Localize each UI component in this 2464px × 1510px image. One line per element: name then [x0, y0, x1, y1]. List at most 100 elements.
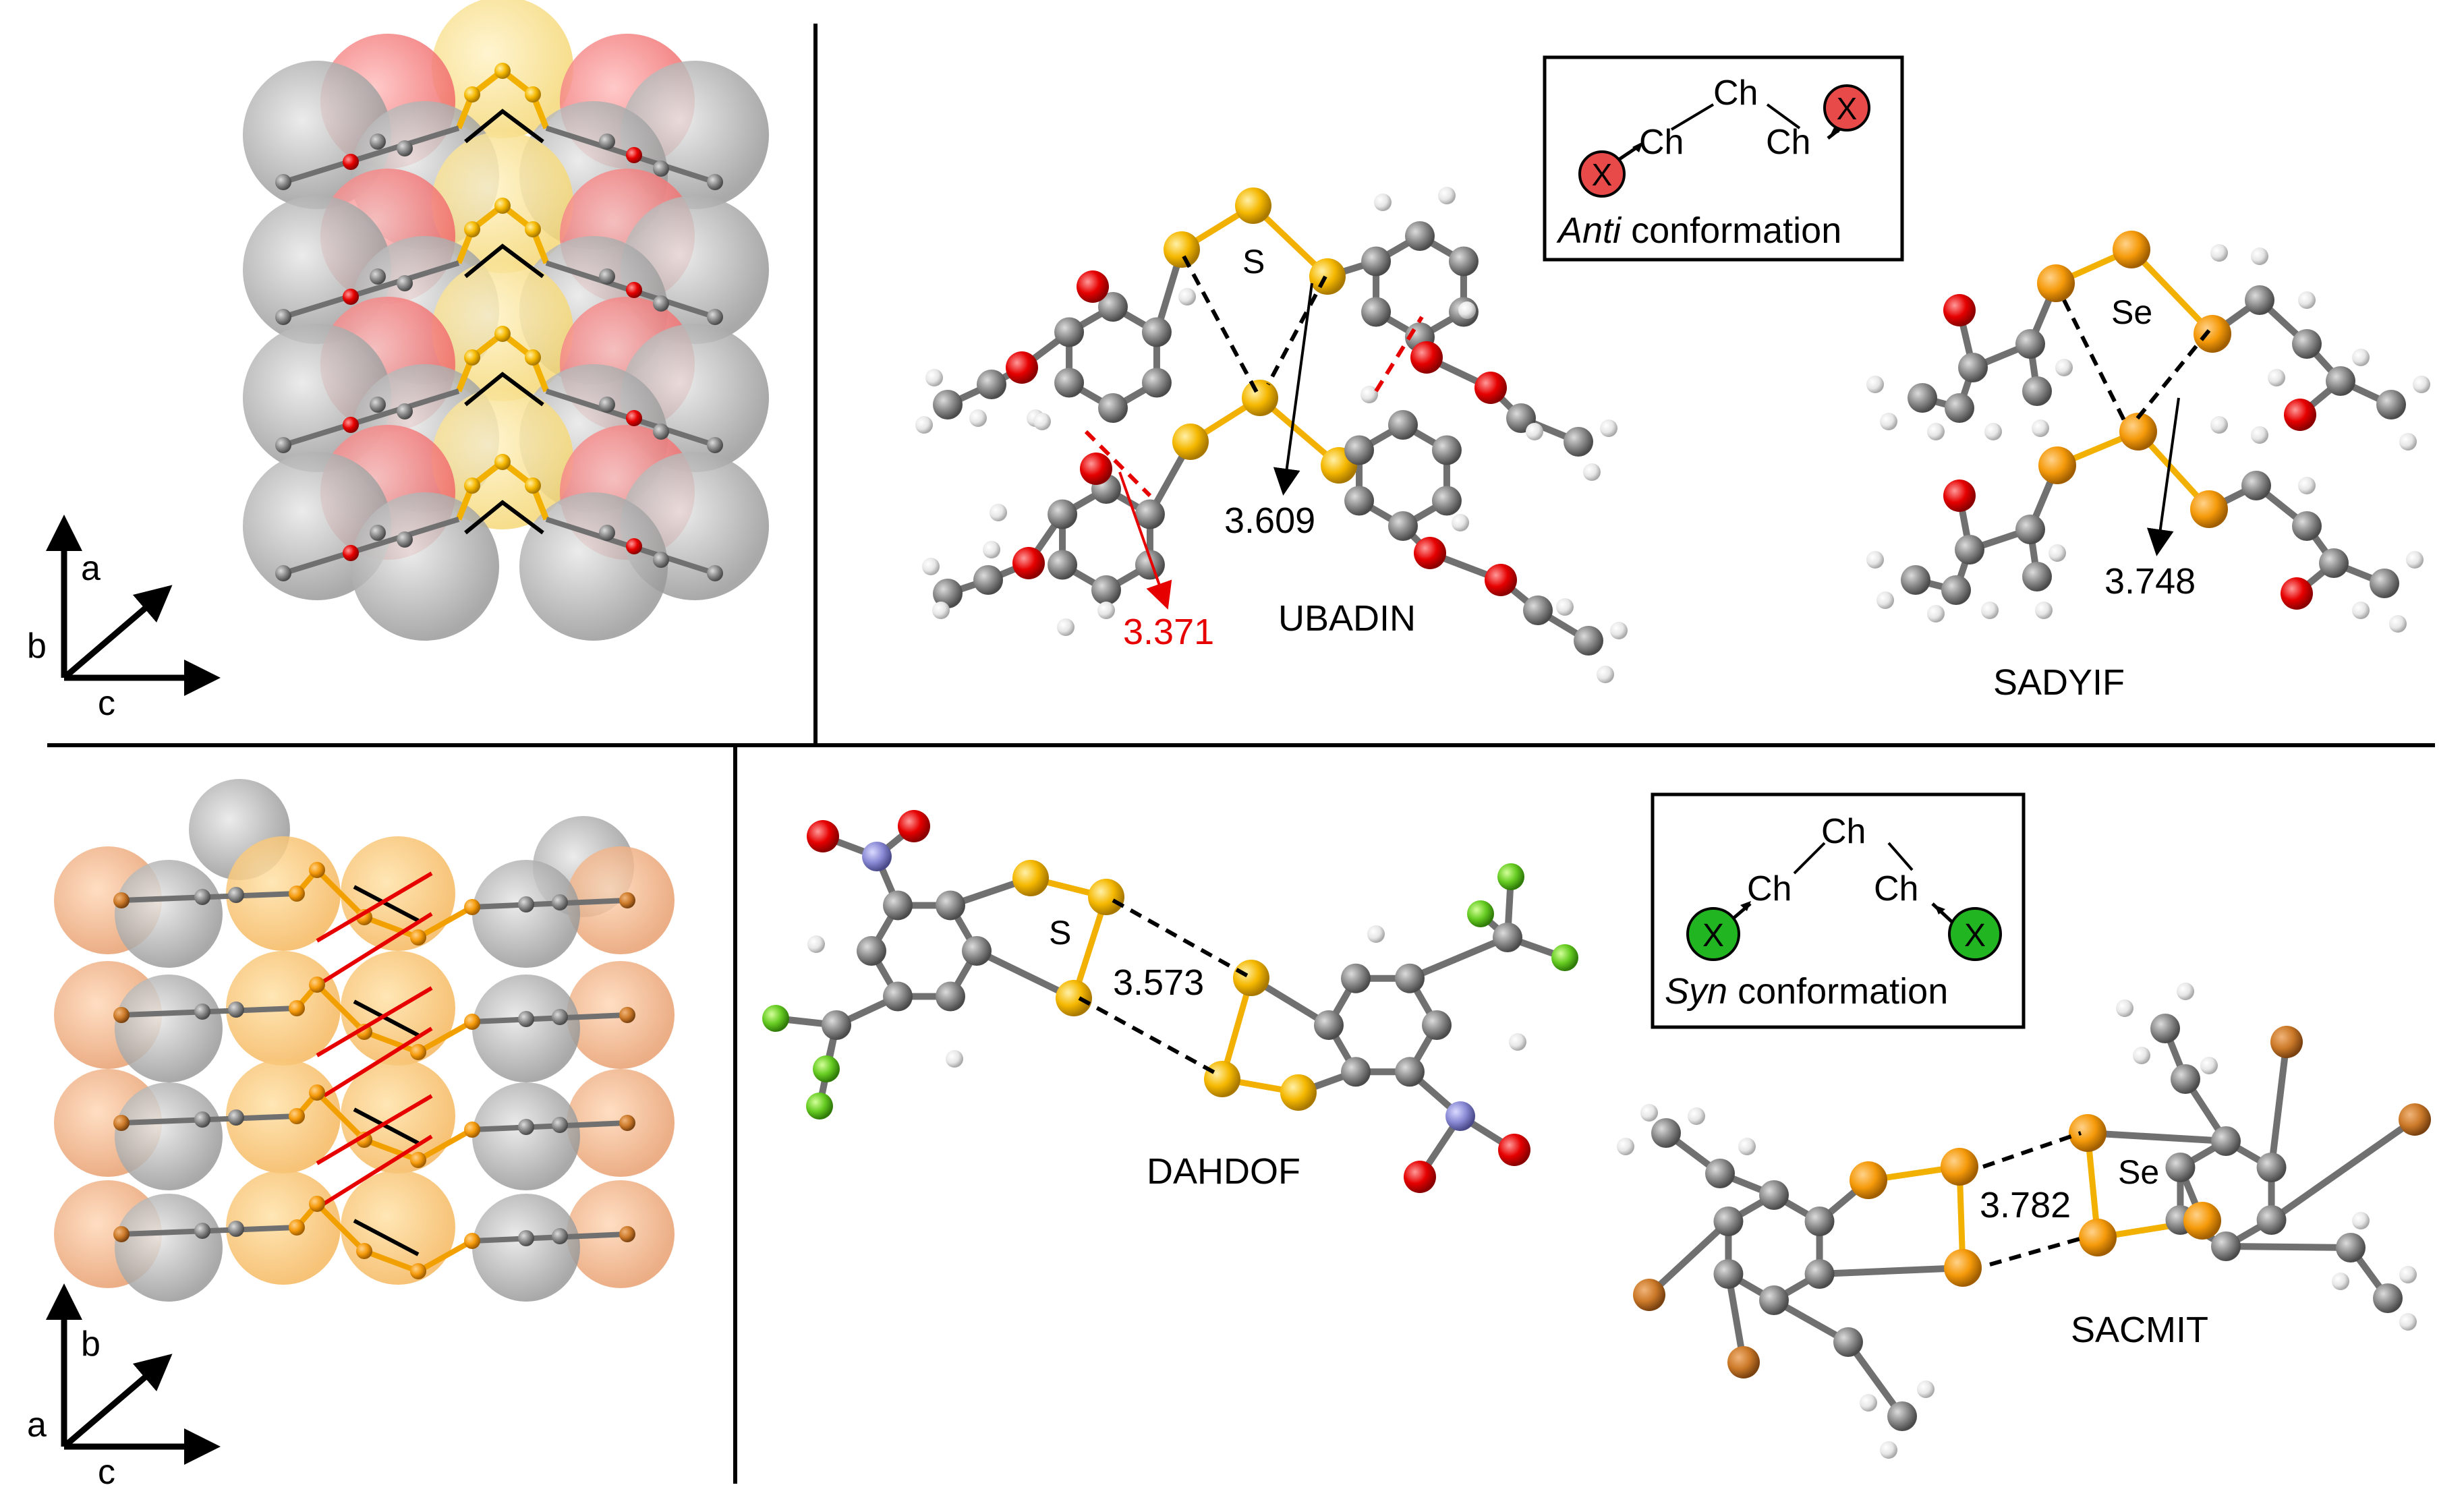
carbon-atom	[1448, 246, 1479, 277]
carbon-atom	[2319, 548, 2349, 578]
hydrogen-atom	[2399, 1266, 2417, 1283]
stack-atom	[464, 86, 480, 103]
hydrogen-atom	[1640, 1104, 1658, 1122]
hydrogen-atom	[2298, 477, 2316, 494]
oxygen-atom	[1006, 351, 1038, 384]
bond	[2268, 1039, 2290, 1171]
bond	[1406, 934, 1511, 982]
stack-atom	[228, 1001, 244, 1018]
oxygen-atom	[2284, 399, 2316, 431]
hydrogen-atom	[1458, 301, 1476, 319]
stack-atom	[275, 309, 291, 325]
carbon-atom	[1361, 297, 1392, 327]
stack-atom	[194, 1111, 210, 1128]
stack-atom	[525, 477, 541, 494]
dahdof-atom-label: S	[1049, 914, 1071, 952]
stack-atom	[194, 1004, 210, 1020]
carbon-atom	[962, 936, 992, 966]
syn-ch-right: Ch	[1874, 869, 1918, 908]
hydrogen-atom	[1866, 376, 1884, 393]
bond	[1845, 1339, 1906, 1420]
carbon-atom	[936, 890, 965, 921]
hydrogen-atom	[2268, 369, 2285, 386]
sulfur-atom	[1204, 1061, 1240, 1097]
carbon-atom	[1054, 368, 1085, 398]
stack-atom	[653, 424, 669, 440]
selenium-atom	[2113, 231, 2150, 268]
carbon-atom	[2256, 1205, 2287, 1235]
axis-triad-top	[46, 515, 221, 696]
oxygen-atom	[1012, 547, 1045, 579]
vdw-carbon-sphere	[115, 860, 223, 968]
hydrogen-atom	[1438, 187, 1456, 204]
hydrogen-atom	[990, 504, 1007, 521]
axis-label-b-top: b	[27, 627, 47, 666]
sacmit-atom-label: Se	[2118, 1153, 2159, 1191]
sulfur-atom	[1235, 187, 1271, 224]
hydrogen-atom	[2210, 244, 2228, 262]
nitrogen-atom	[862, 842, 892, 871]
hydrogen-atom	[2399, 1313, 2417, 1331]
hydrogen-atom	[946, 1050, 963, 1068]
carbon-atom	[1804, 1207, 1835, 1236]
stack-atom	[397, 275, 413, 291]
hydrogen-atom	[2177, 983, 2194, 1000]
dahdof-name: DAHDOF	[1147, 1151, 1300, 1192]
hydrogen-atom	[2035, 602, 2053, 619]
hydrogen-atom	[1860, 1394, 1877, 1412]
stack-atom	[309, 1084, 325, 1101]
stack-atom	[464, 899, 480, 915]
carbon-atom	[1901, 565, 1930, 595]
contact-red	[316, 871, 433, 943]
stack-atom	[356, 1243, 372, 1259]
bromine-atom	[2270, 1026, 2303, 1058]
selenium-atom	[2079, 1219, 2117, 1256]
bond	[471, 1231, 628, 1244]
axis-triad-bottom	[46, 1283, 221, 1465]
hydrogen-atom	[1057, 618, 1075, 636]
fluorine-atom	[1497, 863, 1524, 890]
hydrogen-atom	[1526, 423, 1543, 440]
oxygen-atom	[1498, 1134, 1530, 1166]
dahdof-distance: 3.573	[1113, 962, 1204, 1003]
hydrogen-atom	[1688, 1107, 1705, 1125]
carbon-atom	[1341, 1057, 1371, 1087]
stack-atom	[464, 1233, 480, 1249]
stack-atom	[228, 1109, 244, 1126]
stack-atom	[343, 154, 359, 170]
syn-x-circle-right	[1948, 907, 2002, 961]
hydrogen-atom	[1178, 288, 1196, 306]
stack-atom	[370, 525, 386, 541]
ubadin-atom-label: S	[1242, 243, 1265, 281]
oxygen-atom	[1077, 270, 1109, 303]
syn-ch-left: Ch	[1747, 869, 1792, 908]
stack-atom	[370, 397, 386, 413]
stack-atom	[518, 1119, 534, 1135]
stack-atom	[275, 437, 291, 453]
bond	[1816, 1265, 1966, 1277]
contact-black	[353, 1219, 420, 1256]
stack-atom	[343, 545, 359, 561]
stack-atom	[494, 326, 511, 342]
hydrogen-atom	[1097, 602, 1115, 619]
selenium-atom	[1944, 1249, 1982, 1287]
oxygen-atom	[1410, 341, 1443, 374]
stack-atom	[599, 525, 615, 541]
packing-view-top	[243, 0, 769, 641]
hydrogen-atom	[1583, 463, 1601, 481]
hydrogen-atom	[1610, 622, 1628, 639]
anti-conformation-box: Ch Ch Ch X X Anti conformation	[1543, 55, 1904, 262]
stack-atom	[275, 565, 291, 581]
vdw-selenium-sphere	[341, 1170, 455, 1285]
carbon-atom	[883, 981, 913, 1012]
stack-atom	[275, 174, 291, 190]
hydrogen-atom	[1360, 386, 1378, 403]
hydrogen-atom	[1917, 1381, 1935, 1398]
oxygen-atom	[1943, 480, 1976, 512]
bond	[2084, 1130, 2229, 1144]
oxygen-atom	[2281, 577, 2313, 610]
carbon-atom	[2165, 1153, 2196, 1182]
carbon-atom	[822, 1010, 851, 1040]
hydrogen-atom	[1600, 419, 1617, 437]
